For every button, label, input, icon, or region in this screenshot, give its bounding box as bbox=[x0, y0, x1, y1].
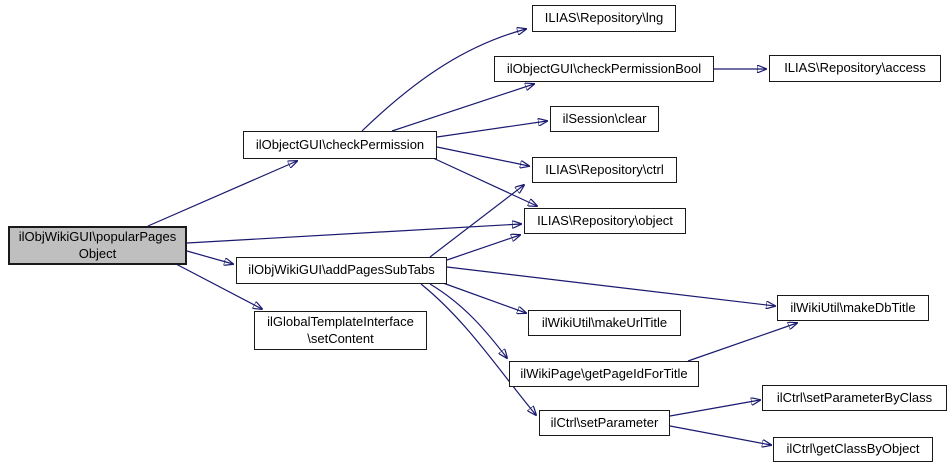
node-ilwikiutil-makeurltitle[interactable]: ilWikiUtil\makeUrlTitle bbox=[528, 310, 681, 336]
edge-popularpagesobject-addpagessubtabs bbox=[186, 250, 233, 264]
edge-popularpagesobject-checkpermission bbox=[147, 161, 297, 227]
edge-setparameter-getclassbyobject bbox=[669, 425, 771, 445]
node-ilobjwikigui-addpagessubtabs[interactable]: ilObjWikiGUI\addPagesSubTabs bbox=[236, 257, 447, 284]
edge-popularpagesobject-setcontent bbox=[175, 263, 262, 309]
node-ilctrl-setparameterbyclass[interactable]: ilCtrl\setParameterByClass bbox=[762, 385, 947, 411]
node-ilias-repository-lng[interactable]: ILIAS\Repository\lng bbox=[532, 5, 676, 32]
edge-addpagessubtabs-makeurltitle bbox=[442, 282, 526, 313]
edge-popularpagesobject-object bbox=[186, 224, 521, 244]
edge-addpagessubtabs-setparameter bbox=[420, 283, 536, 415]
edge-checkpermission-lng bbox=[361, 29, 526, 132]
edge-addpagessubtabs-getpageidfortitle bbox=[429, 283, 507, 358]
node-ilias-repository-object[interactable]: ILIAS\Repository\object bbox=[524, 208, 686, 234]
node-ilwikiutil-makedbtitle[interactable]: ilWikiUtil\makeDbTitle bbox=[777, 295, 929, 321]
edge-checkpermission-ctrl bbox=[436, 146, 529, 166]
node-ilias-repository-ctrl[interactable]: ILIAS\Repository\ctrl bbox=[532, 157, 677, 183]
node-ilobjectgui-checkpermission[interactable]: ilObjectGUI\checkPermission bbox=[243, 131, 437, 159]
node-ilctrl-setparameter[interactable]: ilCtrl\setParameter bbox=[539, 410, 670, 436]
node-ilwikipage-getpageidfortitle[interactable]: ilWikiPage\getPageIdForTitle bbox=[509, 361, 699, 387]
node-ilsession-clear[interactable]: ilSession\clear bbox=[550, 106, 659, 132]
edge-addpagessubtabs-makedbtitle bbox=[446, 266, 775, 306]
node-ilglobaltemplateinterface-setcontent[interactable]: ilGlobalTemplateInterface \setContent bbox=[254, 311, 427, 350]
edge-addpagessubtabs-object bbox=[446, 235, 520, 261]
edge-setparameter-setparameterbyclass bbox=[669, 400, 760, 417]
edge-addpagessubtabs-ctrl bbox=[429, 185, 524, 258]
node-ilias-repository-access[interactable]: ILIAS\Repository\access bbox=[769, 55, 941, 82]
node-ilobjectgui-checkpermissionbool[interactable]: ilObjectGUI\checkPermissionBool bbox=[494, 56, 714, 82]
node-ilctrl-getclassbyobject[interactable]: ilCtrl\getClassByObject bbox=[773, 437, 933, 462]
edge-checkpermission-checkpermissionbool bbox=[391, 84, 534, 132]
node-ilobjwikigui-popularpagesobject[interactable]: ilObjWikiGUI\popularPages Object bbox=[8, 226, 187, 265]
edge-checkpermission-object bbox=[432, 157, 537, 206]
edge-getpageidfortitle-makedbtitle bbox=[687, 323, 797, 362]
edge-checkpermission-clear bbox=[436, 121, 547, 138]
